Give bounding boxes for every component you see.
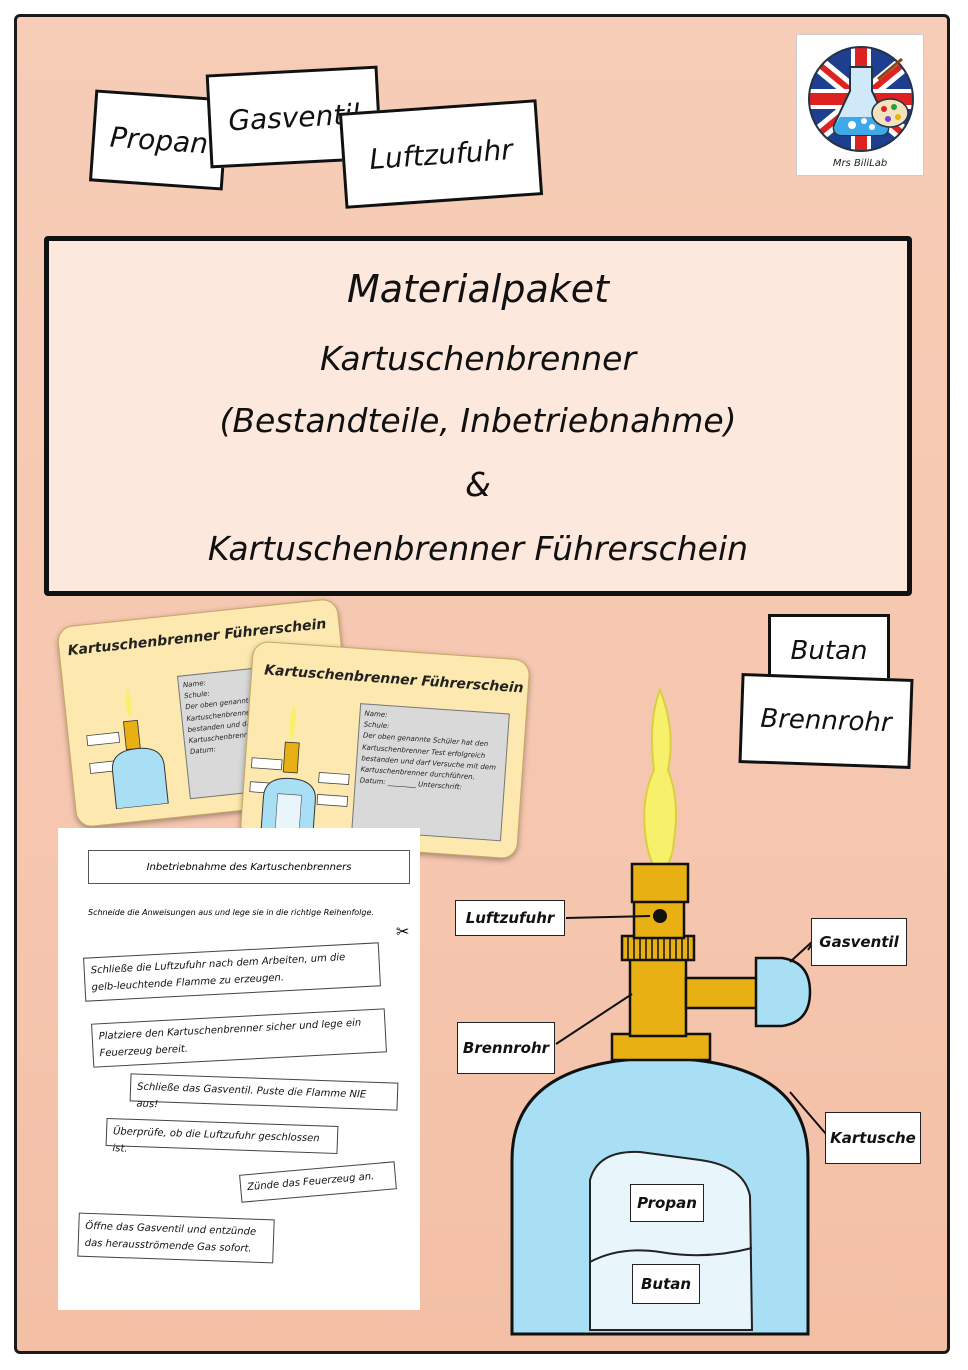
mini-burner-icon	[86, 687, 169, 810]
logo: Mrs BiliLab	[796, 34, 924, 176]
word-card-luftzufuhr: Luftzufuhr	[338, 99, 544, 209]
flask-logo-icon	[808, 46, 914, 152]
title-ampersand: &	[465, 465, 491, 504]
instruction-strip: Zünde das Feuerzeug an.	[239, 1161, 397, 1203]
label-luftzufuhr: Luftzufuhr	[455, 900, 565, 936]
title-box: Materialpaket Kartuschenbrenner (Bestand…	[44, 236, 912, 596]
label-propan: Propan	[630, 1184, 704, 1222]
instruction-strip: Schließe das Gasventil. Puste die Flamme…	[129, 1073, 399, 1111]
title-subtitle-1: Kartuschenbrenner	[319, 339, 637, 378]
word-card-brennrohr: Brennrohr	[738, 673, 914, 769]
title-subtitle-2: (Bestandteile, Inbetriebnahme)	[219, 401, 737, 440]
logo-caption: Mrs BiliLab	[832, 158, 888, 169]
instruction-strip: Platziere den Kartuschenbrenner sicher u…	[91, 1008, 387, 1068]
license-card-back: Kartuschenbrenner Führerschein Name: Sch…	[56, 597, 358, 829]
label-brennrohr: Brennrohr	[457, 1022, 555, 1074]
license-card-front: Kartuschenbrenner Führerschein Name: Sch…	[239, 640, 531, 860]
license-signature-label: Unterschrift:	[417, 780, 463, 792]
label-kartusche: Kartusche	[825, 1112, 921, 1164]
worksheet-instruction: Schneide die Anweisungen aus und lege si…	[88, 908, 374, 917]
instruction-strip: Öffne das Gasventil und entzünde das her…	[77, 1212, 275, 1264]
title-main: Materialpaket	[346, 267, 610, 311]
license-date-label-front: Datum:	[359, 776, 387, 787]
instruction-strip: Überprüfe, ob die Luftzufuhr geschlossen…	[105, 1117, 339, 1155]
scissors-icon: ✂	[396, 922, 410, 941]
license-form-front: Name: Schule: Der oben genannte Schüler …	[351, 703, 510, 842]
label-gasventil: Gasventil	[811, 918, 907, 966]
license-card-title-front: Kartuschenbrenner Führerschein	[263, 662, 525, 697]
label-butan: Butan	[632, 1264, 700, 1304]
title-subtitle-3: Kartuschenbrenner Führerschein	[207, 529, 749, 568]
instruction-strip: Schließe die Luftzufuhr nach dem Arbeite…	[83, 942, 381, 1002]
worksheet-heading: Inbetriebnahme des Kartuschenbrenners	[88, 850, 410, 884]
worksheet: Inbetriebnahme des Kartuschenbrenners Sc…	[58, 828, 420, 1310]
mini-burner-icon-front	[249, 704, 350, 839]
